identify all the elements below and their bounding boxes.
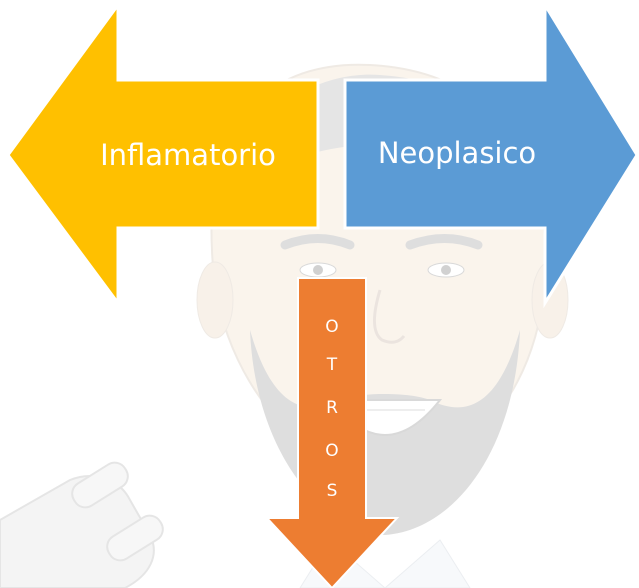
left-arrow-label: Inflamatorio bbox=[100, 138, 276, 172]
down-arrow-otros: O T R O S bbox=[264, 277, 400, 588]
down-arrow-letter: T bbox=[326, 355, 338, 375]
plug-icon bbox=[0, 461, 164, 588]
left-arrow-shape bbox=[6, 0, 320, 308]
right-arrow-neoplasico: Neoplasico bbox=[343, 0, 639, 309]
down-arrow-letter: R bbox=[326, 398, 338, 418]
down-arrow-shape bbox=[264, 277, 400, 588]
right-arrow-shape bbox=[343, 0, 639, 309]
down-arrow-letter: O bbox=[325, 441, 338, 461]
right-arrow-label: Neoplasico bbox=[378, 136, 536, 170]
left-arrow-inflamatorio: Inflamatorio bbox=[6, 0, 320, 308]
down-arrow-letter: O bbox=[325, 317, 338, 337]
down-arrow-letter: S bbox=[327, 481, 338, 501]
